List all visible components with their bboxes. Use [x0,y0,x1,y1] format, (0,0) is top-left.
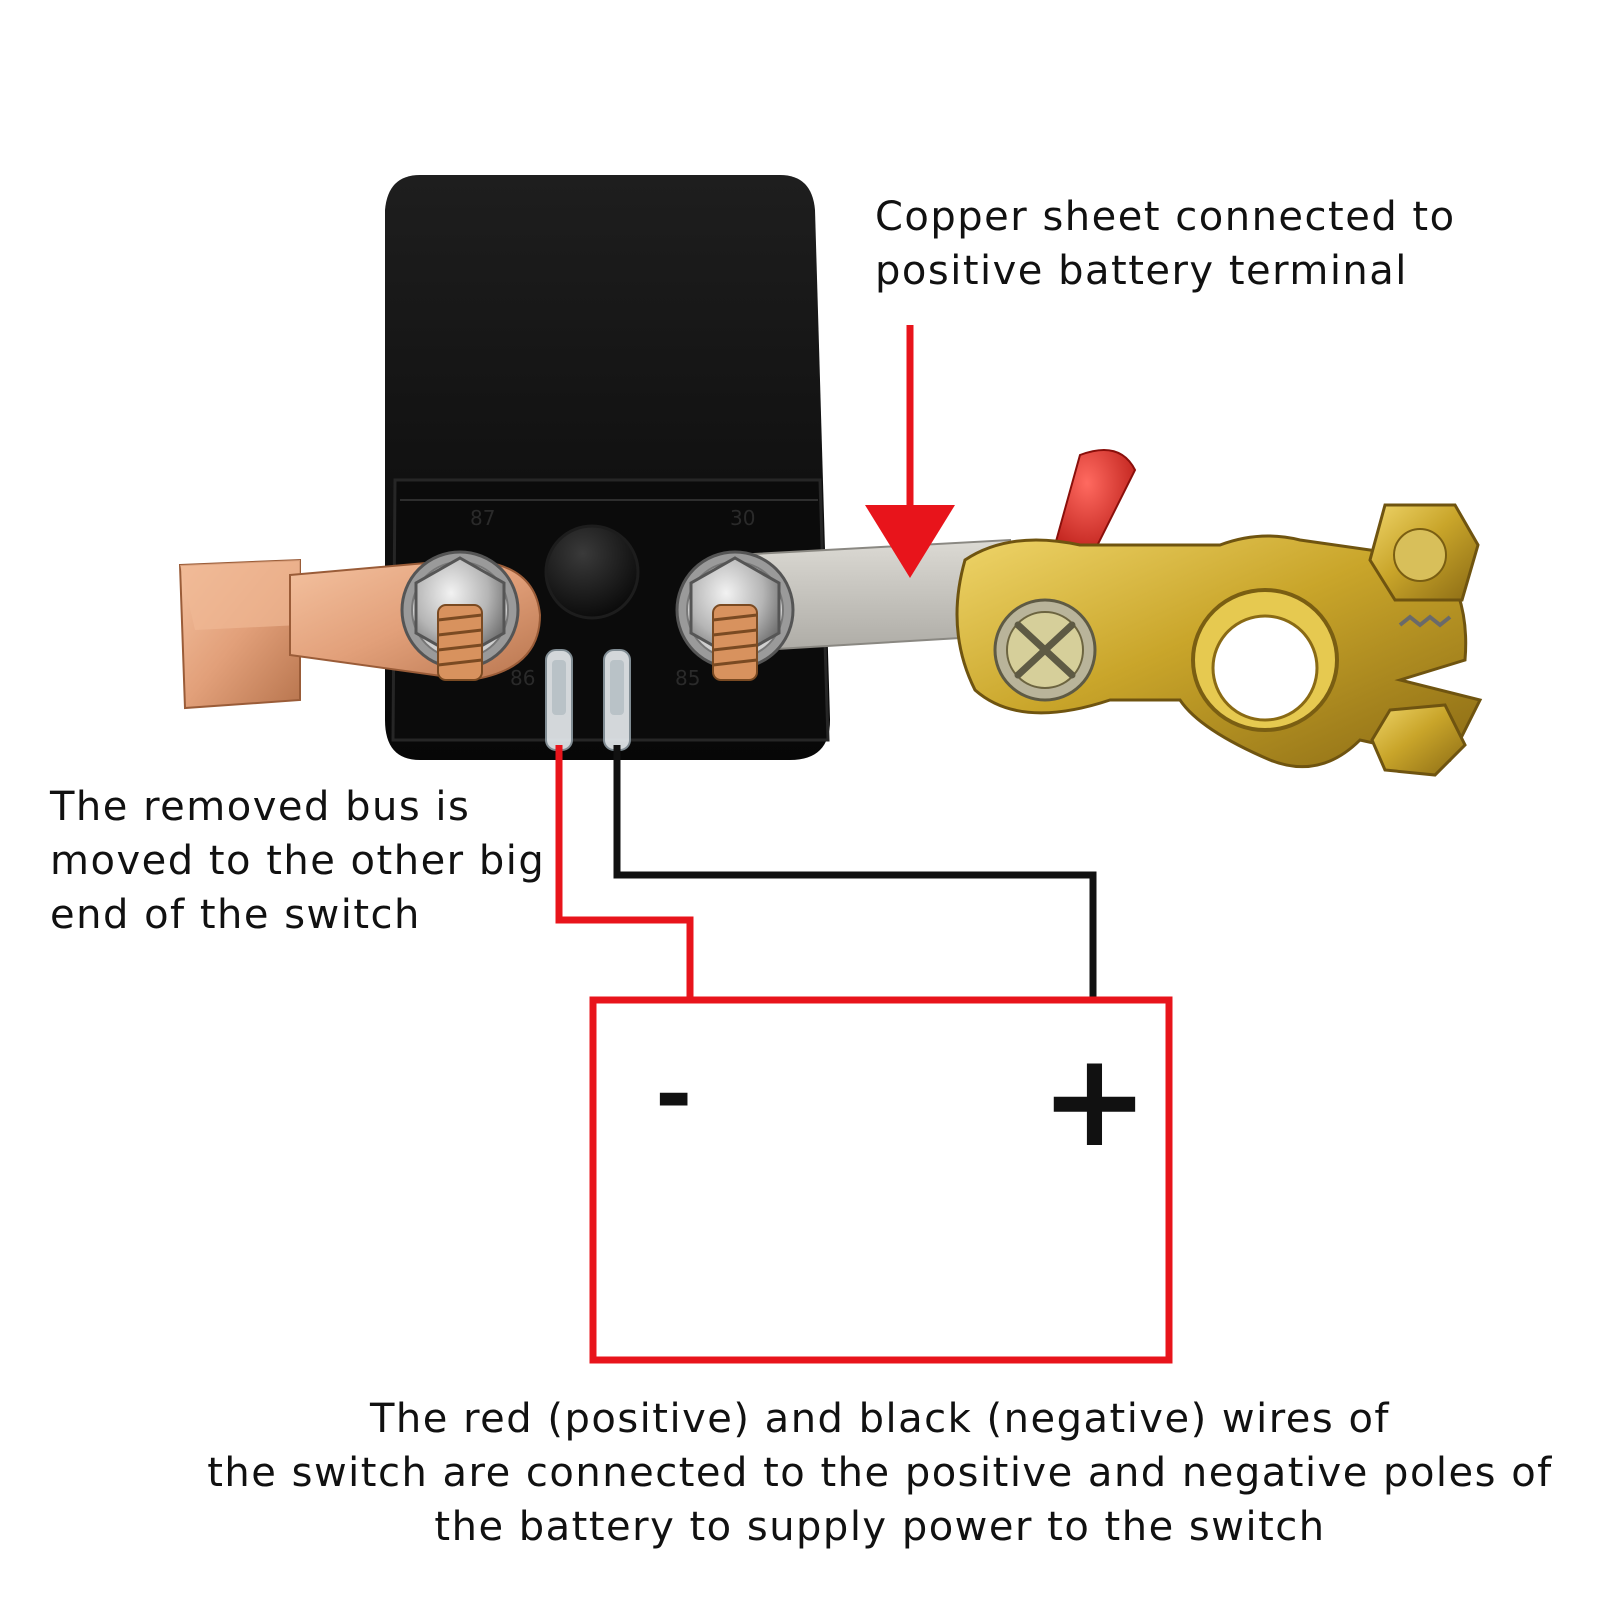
right-terminal-nut [675,550,795,681]
red-positive-wire [555,745,694,1000]
battery-positive-sign: + [1040,1024,1149,1176]
battery-outline [589,996,1173,1364]
annotation-line: The removed bus is [50,784,471,830]
pointer-arrow [865,325,955,578]
terminal-label-30: 30 [730,506,755,530]
terminal-label-85: 85 [675,666,700,690]
annotation-line: The red (positive) and black (negative) … [369,1396,1391,1442]
annotation-line: the battery to supply power to the switc… [434,1504,1326,1550]
wires-annotation: The red (positive) and black (negative) … [200,1392,1560,1554]
left-terminal-nut [400,550,520,681]
copper-sheet-annotation: Copper sheet connected to positive batte… [875,190,1456,298]
annotation-line: moved to the other big [50,838,546,884]
red-wing-cap [1053,449,1137,562]
push-button [544,524,640,620]
black-negative-wire [613,745,1097,1000]
terminal-label-87: 87 [470,506,495,530]
battery-negative-sign: - [655,1042,692,1147]
relay-wire-pins [545,649,631,751]
removed-bus-annotation: The removed bus is moved to the other bi… [50,780,545,942]
terminal-label-86: 86 [510,666,535,690]
annotation-line: Copper sheet connected to [875,194,1456,240]
battery: - + [589,996,1173,1364]
annotation-line: positive battery terminal [875,248,1408,294]
battery-terminal-clamp [955,449,1483,777]
annotation-line: the switch are connected to the positive… [207,1450,1553,1496]
annotation-line: end of the switch [50,892,421,938]
